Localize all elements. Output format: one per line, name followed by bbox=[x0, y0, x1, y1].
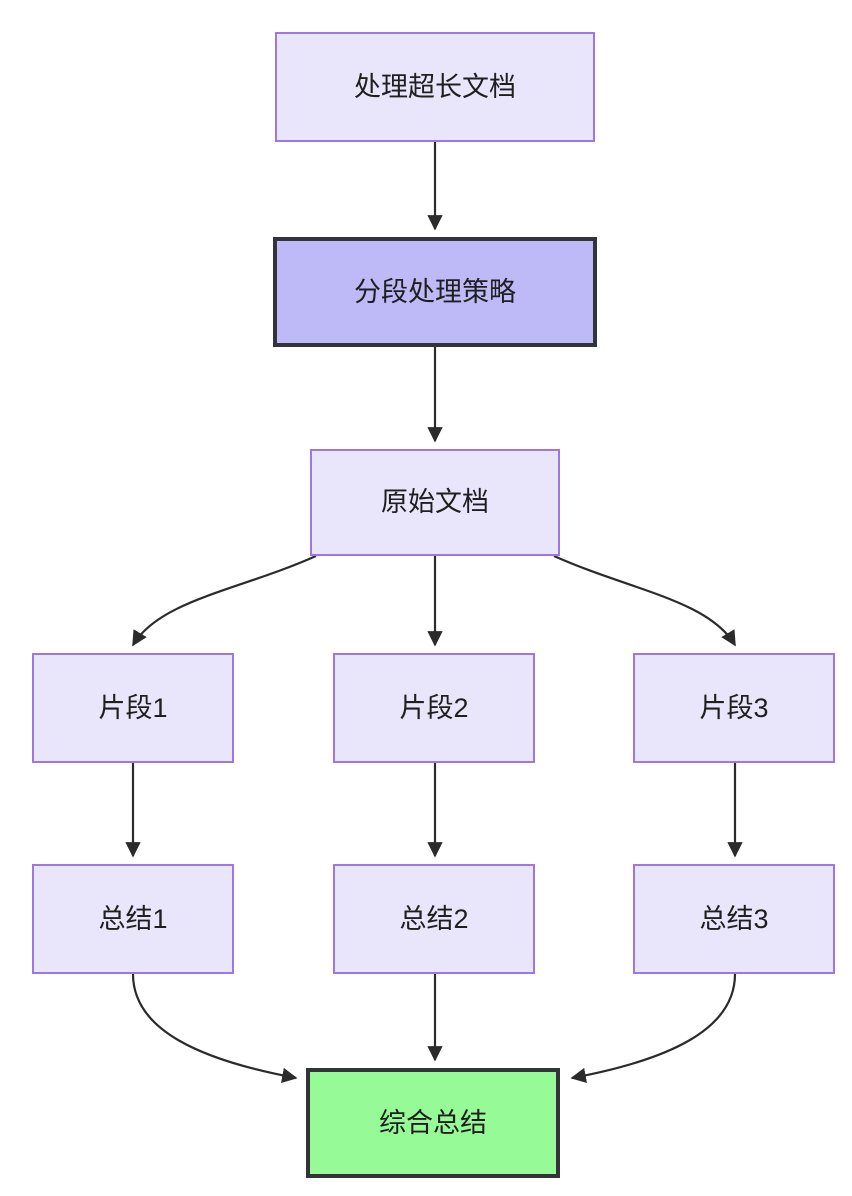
edge-summary-3-to-final bbox=[570, 973, 737, 1084]
node-summary-2[interactable]: 总结2 bbox=[333, 864, 535, 974]
node-label: 综合总结 bbox=[379, 1107, 487, 1138]
node-fragment-1[interactable]: 片段1 bbox=[32, 653, 234, 763]
node-label: 片段2 bbox=[399, 692, 469, 723]
node-label: 总结3 bbox=[699, 903, 769, 934]
node-summary-3[interactable]: 总结3 bbox=[633, 864, 835, 974]
node-fragment-3[interactable]: 片段3 bbox=[633, 653, 835, 763]
node-summary-1[interactable]: 总结1 bbox=[32, 864, 234, 974]
node-source-document[interactable]: 原始文档 bbox=[310, 449, 560, 556]
node-label: 分段处理策略 bbox=[354, 276, 516, 307]
node-process-long-document[interactable]: 处理超长文档 bbox=[275, 32, 595, 142]
node-label: 总结1 bbox=[98, 903, 168, 934]
node-fragment-2[interactable]: 片段2 bbox=[333, 653, 535, 763]
node-chunking-strategy[interactable]: 分段处理策略 bbox=[273, 237, 597, 347]
edge-source-to-fragment-3 bbox=[553, 554, 736, 647]
node-label: 片段3 bbox=[699, 692, 769, 723]
node-label: 总结2 bbox=[399, 903, 469, 934]
node-final-combined-summary[interactable]: 综合总结 bbox=[306, 1068, 560, 1178]
edge-summary-1-to-final bbox=[131, 973, 298, 1084]
node-label: 原始文档 bbox=[381, 487, 489, 518]
node-label: 处理超长文档 bbox=[354, 71, 516, 102]
edge-source-to-fragment-1 bbox=[132, 554, 317, 647]
node-label: 片段1 bbox=[98, 692, 168, 723]
